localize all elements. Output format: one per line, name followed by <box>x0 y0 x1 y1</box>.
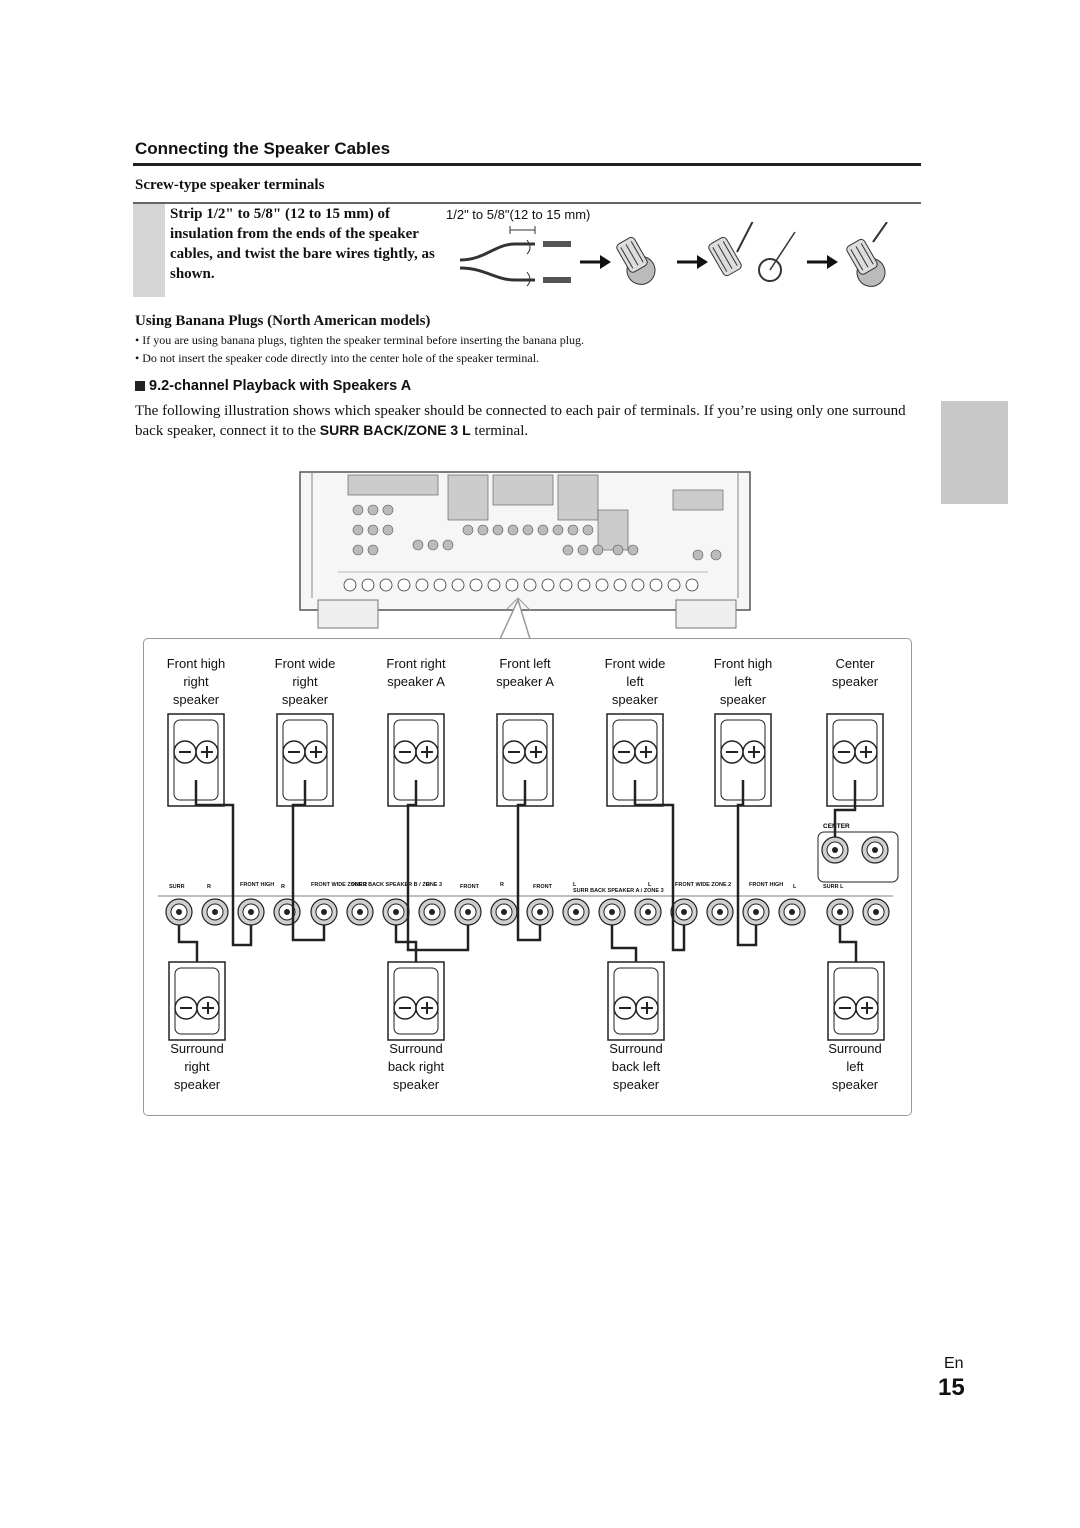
connection-diagram-box <box>143 638 912 1116</box>
para-bold-terminal: SURR BACK/ZONE 3 L <box>319 422 471 438</box>
strip-twist-illustration <box>459 222 888 287</box>
speaker-terminal-row <box>165 898 890 926</box>
banana-bullet-2: • Do not insert the speaker code directl… <box>135 351 540 365</box>
screw-terminals-title: Screw-type speaker terminals <box>135 177 325 193</box>
svg-text:SURR BACK SPEAKER B / ZONE 3: SURR BACK SPEAKER B / ZONE 3 <box>351 882 442 888</box>
speaker-surround-right <box>168 961 226 1041</box>
banana-plugs-title: Using Banana Plugs (North American model… <box>135 313 431 329</box>
para-post: terminal. <box>470 423 529 439</box>
speaker-surround-left <box>827 961 885 1041</box>
svg-text:R: R <box>281 884 285 890</box>
playback-title: 9.2-channel Playback with Speakers A <box>149 378 412 394</box>
side-tab <box>941 401 1008 504</box>
svg-text:FRONT: FRONT <box>533 884 553 890</box>
svg-text:SURR: SURR <box>169 884 185 890</box>
speaker-surround-back-left <box>607 961 665 1041</box>
section-rule <box>133 163 921 166</box>
page-number: 15 <box>938 1374 965 1401</box>
heading-square-icon <box>135 381 145 391</box>
strip-instruction: Strip 1/2" to 5/8" (12 to 15 mm) of insu… <box>170 206 435 282</box>
svg-text:L: L <box>573 882 577 888</box>
svg-text:FRONT HIGH: FRONT HIGH <box>240 882 274 888</box>
svg-text:FRONT: FRONT <box>460 884 480 890</box>
receiver-rear-panel <box>299 471 751 629</box>
svg-text:R: R <box>500 882 504 888</box>
wiring-diagram: CENTER SURR R FRONT HIGH R FRONT WIDE ZONE… <box>158 713 899 1041</box>
section-title: Connecting the Speaker Cables <box>135 139 391 158</box>
svg-text:R: R <box>426 882 430 888</box>
callout-pointer <box>499 598 531 640</box>
svg-text:FRONT HIGH: FRONT HIGH <box>749 882 783 888</box>
page-language: En <box>944 1355 964 1372</box>
svg-text:L: L <box>648 882 652 888</box>
step-bar <box>133 204 165 297</box>
svg-text:SURR BACK SPEAKER A / ZONE 3: SURR BACK SPEAKER A / ZONE 3 <box>573 888 664 894</box>
para-pre: The following illustration shows which s… <box>135 403 906 439</box>
center-plus-terminal <box>821 836 849 864</box>
svg-text:SURR L: SURR L <box>823 884 844 890</box>
center-terminal-label: CENTER <box>823 823 850 830</box>
svg-text:L: L <box>793 884 797 890</box>
svg-text:FRONT WIDE ZONE 2: FRONT WIDE ZONE 2 <box>675 882 731 888</box>
svg-text:FRONT WIDE ZONE 2: FRONT WIDE ZONE 2 <box>311 882 367 888</box>
banana-bullet-1: • If you are using banana plugs, tighten… <box>135 333 585 347</box>
playback-description: The following illustration shows which s… <box>135 402 920 441</box>
banana-bullet-2-text: Do not insert the speaker code directly … <box>142 351 540 365</box>
strip-length-label: 1/2" to 5/8"(12 to 15 mm) <box>446 207 591 222</box>
svg-text:R: R <box>207 884 211 890</box>
sub-rule <box>133 202 921 204</box>
center-minus-terminal <box>861 836 889 864</box>
speaker-surround-back-right <box>387 961 445 1041</box>
banana-bullet-1-text: If you are using banana plugs, tighten t… <box>142 333 585 347</box>
